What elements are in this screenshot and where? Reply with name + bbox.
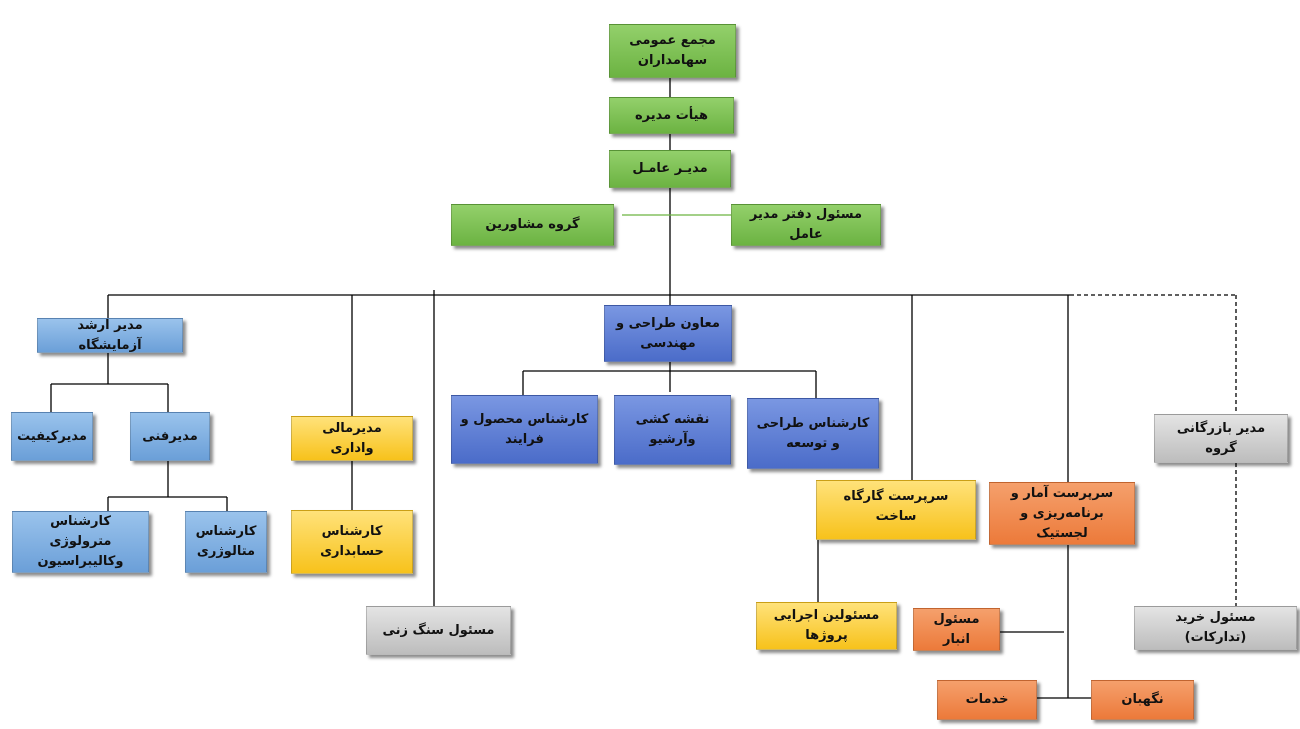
technical-manager-label: مدیرفنی bbox=[142, 428, 198, 444]
marketing-manager-box: مدیر بازرگانی گروه bbox=[1154, 414, 1288, 463]
marketing-manager-label: مدیر بازرگانی گروه bbox=[1176, 420, 1266, 456]
planning-logistics-label: سرپرست آمار و برنامه‌ریزی و لجستیک bbox=[1010, 485, 1114, 541]
accounting-expert-box: کارشناس حسابداری bbox=[291, 510, 413, 574]
project-executives-label: مسئولین اجرایی پروژها bbox=[773, 608, 880, 643]
stone-cutting-box: مسئول سنگ زنی bbox=[366, 606, 511, 655]
board-label: هیأت مدیره bbox=[635, 107, 708, 123]
ceo-office-box: مسئول دفتر مدیر عامل bbox=[731, 204, 881, 246]
services-label: خدمات bbox=[965, 692, 1009, 707]
finance-manager-box: مدیرمالی واداری bbox=[291, 416, 413, 461]
metrology-expert-label: کارشناس مترولوژی وکالیبراسیون bbox=[37, 514, 124, 569]
stone-cutting-label: مسئول سنگ زنی bbox=[382, 622, 495, 638]
product-process-expert-box: کارشناس محصول و فرایند bbox=[451, 395, 598, 464]
design-dev-expert-label: کارشناس طراحی و توسعه bbox=[756, 415, 870, 451]
ceo-office-label: مسئول دفتر مدیر عامل bbox=[749, 207, 863, 242]
guard-label: نگهبان bbox=[1121, 692, 1164, 707]
drafting-archive-label: نقشه کشی وآرشیو bbox=[635, 412, 710, 447]
design-deputy-box: معاون طراحی و مهندسی bbox=[604, 305, 732, 362]
quality-manager-label: مدیرکیفیت bbox=[17, 428, 87, 444]
purchasing-label: مسئول خرید (تدارکات) bbox=[1175, 610, 1256, 645]
project-executives-box: مسئولین اجرایی پروژها bbox=[756, 602, 897, 650]
general-assembly-box: مجمع عمومی سهامداران bbox=[609, 24, 736, 78]
lab-manager-box: مدیر ارشد آزمایشگاه bbox=[37, 318, 183, 353]
guard-box: نگهبان bbox=[1091, 680, 1194, 720]
metallurgy-expert-box: کارشناس متالوژری bbox=[185, 511, 267, 573]
drafting-archive-box: نقشه کشی وآرشیو bbox=[614, 395, 731, 465]
accounting-expert-label: کارشناس حسابداری bbox=[320, 524, 384, 559]
design-deputy-label: معاون طراحی و مهندسی bbox=[616, 315, 720, 351]
advisors-box: گروه مشاورین bbox=[451, 204, 614, 246]
board-box: هیأت مدیره bbox=[609, 97, 734, 134]
product-process-expert-label: کارشناس محصول و فرایند bbox=[460, 411, 589, 447]
warehouse-label: مسئول انبار bbox=[933, 611, 980, 647]
ceo-label: مدیـر عامـل bbox=[632, 161, 708, 176]
finance-manager-label: مدیرمالی واداری bbox=[322, 420, 382, 456]
metrology-expert-box: کارشناس مترولوژی وکالیبراسیون bbox=[12, 511, 149, 573]
advisors-label: گروه مشاورین bbox=[485, 217, 580, 232]
design-dev-expert-box: کارشناس طراحی و توسعه bbox=[747, 398, 879, 469]
planning-logistics-box: سرپرست آمار و برنامه‌ریزی و لجستیک bbox=[989, 482, 1135, 545]
technical-manager-box: مدیرفنی bbox=[130, 412, 210, 461]
metallurgy-expert-label: کارشناس متالوژری bbox=[195, 524, 257, 559]
services-box: خدمات bbox=[937, 680, 1037, 720]
lab-manager-label: مدیر ارشد آزمایشگاه bbox=[77, 317, 143, 353]
workshop-supervisor-label: سرپرست گارگاه ساخت bbox=[843, 489, 949, 524]
warehouse-box: مسئول انبار bbox=[913, 608, 1000, 651]
quality-manager-box: مدیرکیفیت bbox=[11, 412, 93, 461]
workshop-supervisor-box: سرپرست گارگاه ساخت bbox=[816, 480, 976, 540]
ceo-box: مدیـر عامـل bbox=[609, 150, 731, 188]
purchasing-box: مسئول خرید (تدارکات) bbox=[1134, 606, 1297, 650]
general-assembly-label: مجمع عمومی سهامداران bbox=[629, 33, 716, 68]
